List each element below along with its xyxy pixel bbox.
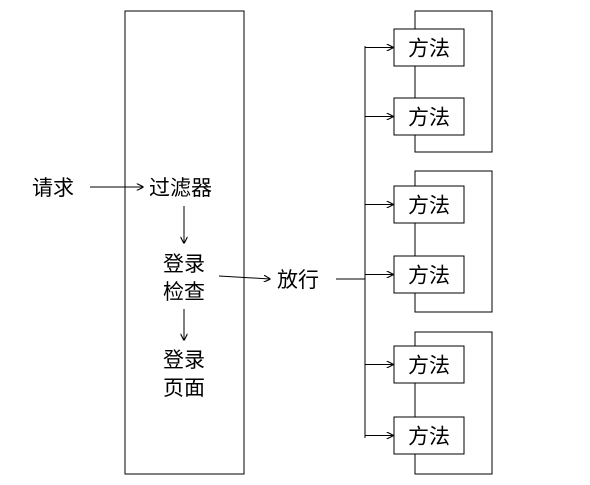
method-label: 方法 [408, 194, 450, 218]
method-label: 方法 [408, 425, 450, 449]
method-group-frame [414, 10, 493, 153]
method-label: 方法 [408, 264, 450, 288]
filter-label: 过滤器 [149, 176, 212, 200]
method-group-frame [414, 170, 493, 313]
filter-container [124, 10, 245, 475]
method-group-frame [414, 331, 493, 475]
method-box [393, 185, 465, 224]
method-box [393, 255, 465, 294]
method-box [393, 345, 465, 384]
request-label: 请求 [32, 176, 74, 200]
method-box [393, 97, 465, 136]
login-page-label-line1: 登录 [163, 348, 205, 372]
pass-label: 放行 [277, 268, 319, 292]
method-box [393, 28, 465, 67]
login-check-label-line1: 登录 [163, 252, 205, 276]
login-check-label-line2: 检查 [163, 280, 205, 304]
method-label: 方法 [408, 354, 450, 378]
method-label: 方法 [408, 37, 450, 61]
check-to-pass-arrow [218, 276, 270, 279]
method-label: 方法 [408, 106, 450, 130]
method-box [393, 416, 465, 455]
login-page-label-line2: 页面 [163, 376, 205, 400]
